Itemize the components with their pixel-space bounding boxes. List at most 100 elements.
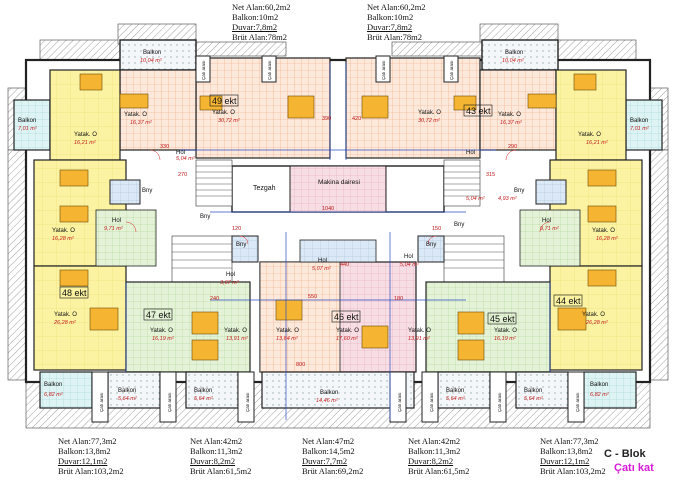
area-yatak-44: 26,28 m² (585, 320, 608, 326)
catı-arası-8: Çatı arası (201, 60, 206, 80)
catı-arası-5: Çatı arası (429, 392, 434, 412)
catı-arası-3: Çatı arası (245, 392, 250, 412)
dim-330: 330 (160, 144, 169, 150)
room-balkon-b4: Balkon (320, 390, 338, 396)
area-yatak-45b: 16,19 m² (494, 336, 516, 342)
catı-arası-11: Çatı arası (449, 60, 454, 80)
summary-balkon: Balkon:10m2 (367, 12, 414, 22)
room-yatak-47b: Yatak. O (224, 328, 247, 334)
room-tezgah: Tezgah (253, 185, 276, 192)
room-makina-dairesi: Makina dairesi (318, 179, 360, 186)
area-yatak-r1: 16,21 m² (586, 140, 608, 146)
dim-390: 390 (322, 116, 331, 122)
dim-290: 290 (508, 144, 517, 150)
summary-net: Net Alan:77,3m2 (58, 436, 117, 446)
room-hol-br: Hol (404, 254, 413, 260)
area-balkon-b1: 6,82 m² (44, 392, 63, 398)
summary-bottom-1: Net Alan:77,3m2 Balkon:13,8m2 Duvar:12,1… (58, 436, 124, 476)
area-yatak-tr: 16,37 m² (500, 120, 522, 126)
summary-net: Net Alan:77,3m2 (540, 436, 599, 446)
room-balkon-b7: Balkon (590, 382, 608, 388)
dim-420: 420 (352, 116, 361, 122)
catı-arası-6: Çatı arası (497, 392, 502, 412)
room-balkon-b1: Balkon (44, 382, 62, 388)
area-balkon-b3: 5,64 m² (194, 396, 213, 402)
area-balkon-l: 7,01 m² (18, 126, 37, 132)
room-bny-br: Bny (426, 242, 436, 248)
summary-top-right: Net Alan:60,2m2 Balkon:10m2 Duvar:7,8m2 … (367, 2, 426, 42)
room-bny-l: Bny (142, 188, 152, 194)
room-yatak-l4: Yatak. O (54, 312, 77, 318)
area-yatak-tc1: 30,72 m² (218, 118, 240, 124)
room-yatak-46b: Yatak. O (336, 328, 359, 334)
room-balkon-r: Balkon (630, 118, 648, 124)
room-yatak-r3: Yatak. O (592, 228, 615, 234)
room-yatak-c2: Yatak. O (418, 110, 441, 116)
area-balkon-b7: 6,82 m² (590, 392, 609, 398)
dim-270: 270 (178, 172, 187, 178)
unit-label-45: 45 ekt (490, 314, 515, 324)
dim-800: 800 (296, 362, 305, 368)
room-hol-r: Hol (542, 218, 551, 224)
summary-duvar: Duvar:7,7m2 (302, 456, 348, 466)
area-yatak-47b: 13,91 m² (226, 336, 248, 342)
area-hol-bl: 3,67 m² (220, 280, 239, 286)
summary-brut: Brüt Alan:69,2m2 (302, 466, 364, 476)
area-yatak-tc2: 30,72 m² (418, 118, 440, 124)
room-bny-r: Bny (514, 188, 524, 194)
summary-duvar: Duvar:7,8m2 (367, 22, 413, 32)
area-yatak-r3: 16,28 m² (596, 236, 618, 242)
area-hol-tr: 5,04 m² (466, 196, 485, 202)
summary-duvar: Duvar:7,8m2 (232, 22, 278, 32)
dim-180: 180 (394, 296, 403, 302)
summary-bottom-4: Net Alan:42m2 Balkon:11,3m2 Duvar:8,2m2 … (408, 436, 469, 476)
block-label: C - Blok (604, 448, 646, 460)
area-yatak-46b: 17,60 m² (336, 336, 358, 342)
dim-120: 120 (232, 226, 241, 232)
room-yatak-r1: Yatak. O (578, 132, 601, 138)
summary-duvar: Duvar:8,2m2 (190, 456, 236, 466)
unit-label-47: 47 ekt (146, 310, 171, 320)
room-balkon-tr: Balkon (505, 50, 523, 56)
area-yatak-l3: 16,28 m² (52, 236, 74, 242)
summary-brut: Brüt Alan:61,5m2 (190, 466, 252, 476)
summary-balkon: Balkon:11,3m2 (190, 446, 243, 456)
summary-net: Net Alan:60,2m2 (367, 2, 426, 12)
area-balkon-tr: 10,04 m² (502, 58, 524, 64)
room-balkon-l: Balkon (18, 118, 36, 124)
room-yatak-l2: Yatak. O (124, 112, 147, 118)
area-yatak-48: 26,28 m² (53, 320, 76, 326)
area-balkon-b6: 5,64 m² (524, 396, 543, 402)
summary-brut: Brüt Alan:78m2 (232, 32, 288, 42)
catı-arası-10: Çatı arası (381, 60, 386, 80)
room-balkon-b6: Balkon (524, 388, 542, 394)
room-yatak-45b: Yatak. O (494, 328, 517, 334)
floor-label: Çatı kat (614, 462, 654, 474)
dim-550: 550 (308, 294, 317, 300)
summary-balkon: Balkon:10m2 (232, 12, 279, 22)
dim-150: 150 (432, 226, 441, 232)
area-bny-r: 4,93 m² (498, 196, 517, 202)
summary-balkon: Balkon:11,3m2 (408, 446, 461, 456)
unit-label-44: 44 ekt (556, 296, 581, 306)
room-yatak-45a: Yatak. O (408, 328, 431, 334)
room-hol-c: Hol (318, 258, 327, 264)
room-hol-tl: Hol (176, 150, 185, 156)
catı-arası-2: Çatı arası (167, 392, 172, 412)
room-yatak-46a: Yatak. O (276, 328, 299, 334)
room-balkon-b3: Balkon (194, 388, 212, 394)
dim-315: 315 (486, 172, 495, 178)
room-bny-cl: Bny (200, 214, 210, 220)
area-yatak-45a: 13,91 m² (408, 336, 430, 342)
room-yatak-l1: Yatak. O (74, 132, 97, 138)
room-balkon-b2: Balkon (118, 388, 136, 394)
area-balkon-b4: 14,46 m² (316, 398, 338, 404)
room-bny-cr: Bny (454, 222, 464, 228)
unit-label-49: 49 ekt (212, 96, 237, 106)
summary-top-left: Net Alan:60,2m2 Balkon:10m2 Duvar:7,8m2 … (232, 2, 291, 42)
summary-bottom-3: Net Alan:47m2 Balkon:14,5m2 Duvar:7,7m2 … (302, 436, 363, 476)
room-yatak-l3: Yatak. O (52, 228, 75, 234)
area-yatak-tl: 16,37 m² (130, 120, 152, 126)
area-balkon-b5: 5,64 m² (446, 396, 465, 402)
